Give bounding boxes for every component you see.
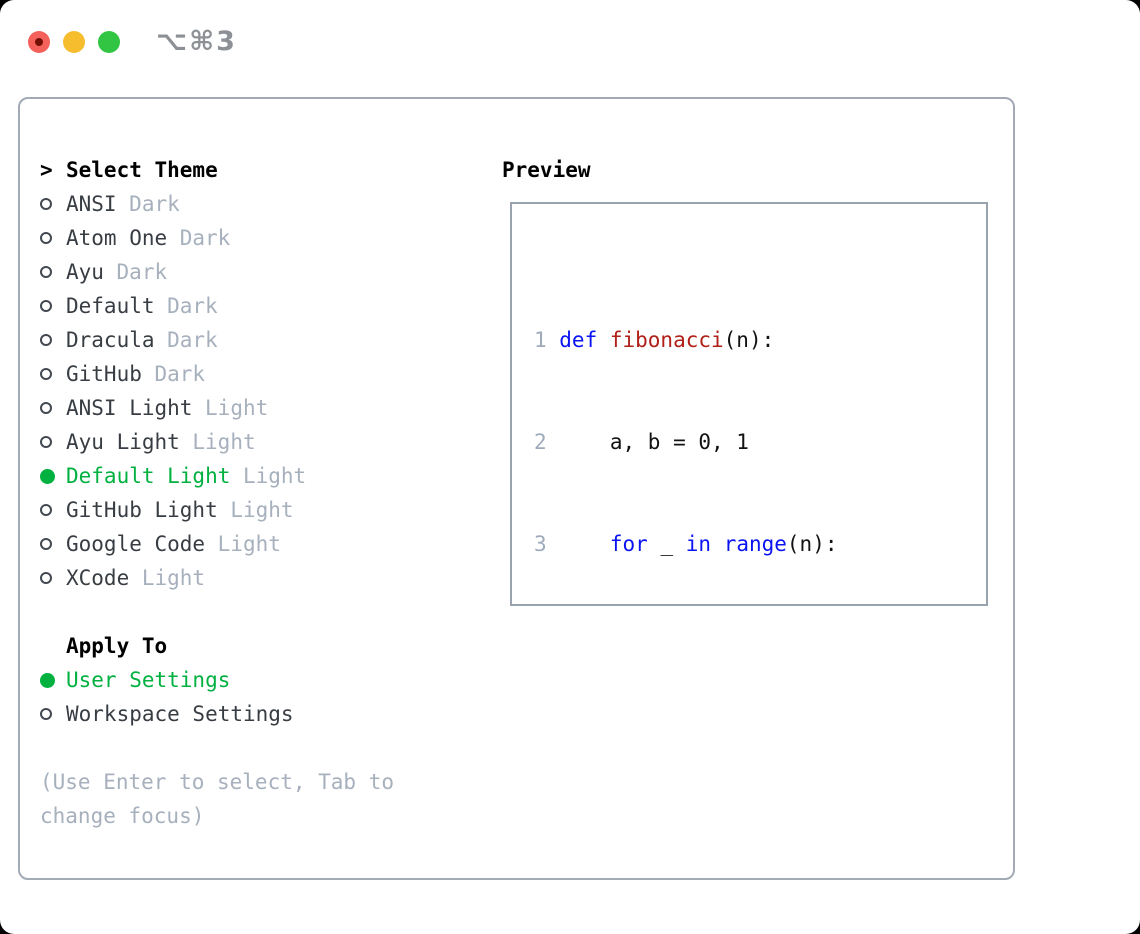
code-text: a, b = 0, 1 [559,430,749,454]
theme-variant: Dark [167,294,218,318]
keyword: for [609,532,648,556]
code-text: (n): [786,532,838,556]
apply-option-user-settings[interactable]: User Settings [40,663,490,697]
radio-icon [40,708,66,720]
theme-option-github-dark[interactable]: GitHub Dark [40,357,490,391]
minimize-button[interactable] [63,30,85,53]
radio-icon [40,300,66,312]
help-text-line-2: change focus) [40,804,205,828]
code-line: 3 for _ in range(n): [534,527,986,561]
radio-icon [40,402,66,414]
theme-variant: Light [217,532,281,556]
builtin-name: range [723,532,787,556]
theme-variant: Light [242,464,307,488]
cursor-icon: > [40,158,53,182]
theme-name: Google Code [66,532,206,556]
theme-name: Atom One [66,226,168,250]
theme-variant: Dark [116,260,168,284]
theme-variant: Dark [129,192,180,216]
code-text [711,532,724,556]
code-text: _ [647,532,686,556]
theme-option-atom-one-dark[interactable]: Atom One Dark [40,221,490,255]
theme-option-xcode[interactable]: XCode Light [40,561,490,595]
theme-name: XCode [66,566,130,590]
window-titlebar: ⌥⌘3 [28,26,237,57]
theme-option-ayu-light[interactable]: Ayu Light Light [40,425,490,459]
theme-name: Default Light [66,464,231,488]
function-name: fibonacci [609,328,724,352]
radio-icon [40,368,66,380]
traffic-lights [28,30,120,53]
radio-icon [40,266,66,278]
theme-option-ansi-dark[interactable]: ANSI Dark [40,187,490,221]
theme-name: Ayu [66,260,104,284]
radio-selected-icon [40,468,66,484]
theme-variant: Dark [179,226,231,250]
radio-selected-icon [40,672,66,688]
theme-name: Dracula [66,328,155,352]
theme-list: > Select Theme ANSI Dark Atom One Dark Ay… [40,153,490,833]
apply-option-workspace-settings[interactable]: Workspace Settings [40,697,490,731]
help-text-line-1: (Use Enter to select, Tab to [40,770,395,794]
theme-option-github-light[interactable]: GitHub Light Light [40,493,490,527]
theme-variant: Light [230,498,294,522]
code-line: 2 a, b = 0, 1 [534,425,986,459]
theme-variant: Light [205,396,269,420]
theme-name: Ayu Light [66,430,180,454]
apply-to-label: Apply To [66,634,168,658]
list-gap [40,595,490,629]
radio-icon [40,572,66,584]
keyword: in [685,532,712,556]
theme-variant: Dark [154,362,206,386]
close-button[interactable] [28,30,50,53]
code-text: (n): [723,328,775,352]
theme-option-dracula-dark[interactable]: Dracula Dark [40,323,490,357]
radio-icon [40,538,66,550]
theme-name: ANSI Light [66,396,193,420]
code-text [559,532,610,556]
theme-name: Default [66,294,155,318]
theme-variant: Light [141,566,206,590]
keyword: def [559,328,610,352]
apply-option-label: User Settings [66,668,231,692]
line-number: 3 [534,532,547,556]
select-theme-header: > Select Theme [40,153,490,187]
line-number: 1 [534,328,547,352]
radio-icon [40,198,66,210]
list-gap [40,731,490,765]
preview-title: Preview [502,158,591,182]
radio-icon [40,232,66,244]
theme-name: ANSI [66,192,117,216]
window-title: ⌥⌘3 [156,26,237,57]
theme-variant: Dark [167,328,218,352]
theme-option-default-light-selected[interactable]: Default Light Light [40,459,490,493]
code-line: 1 def fibonacci(n): [534,323,986,357]
apply-to-header: Apply To [40,629,490,663]
theme-option-ayu-dark[interactable]: Ayu Dark [40,255,490,289]
radio-icon [40,436,66,448]
theme-option-default-dark[interactable]: Default Dark [40,289,490,323]
line-number: 2 [534,430,547,454]
theme-name: GitHub Light [66,498,218,522]
theme-option-google-code[interactable]: Google Code Light [40,527,490,561]
theme-name: GitHub [66,362,142,386]
apply-option-label: Workspace Settings [66,702,294,726]
theme-variant: Light [192,430,256,454]
select-theme-label: Select Theme [66,158,218,182]
radio-icon [40,334,66,346]
theme-picker-panel: > Select Theme ANSI Dark Atom One Dark Ay… [18,97,1015,880]
zoom-button[interactable] [98,30,120,53]
radio-icon [40,504,66,516]
theme-option-ansi-light[interactable]: ANSI Light Light [40,391,490,425]
